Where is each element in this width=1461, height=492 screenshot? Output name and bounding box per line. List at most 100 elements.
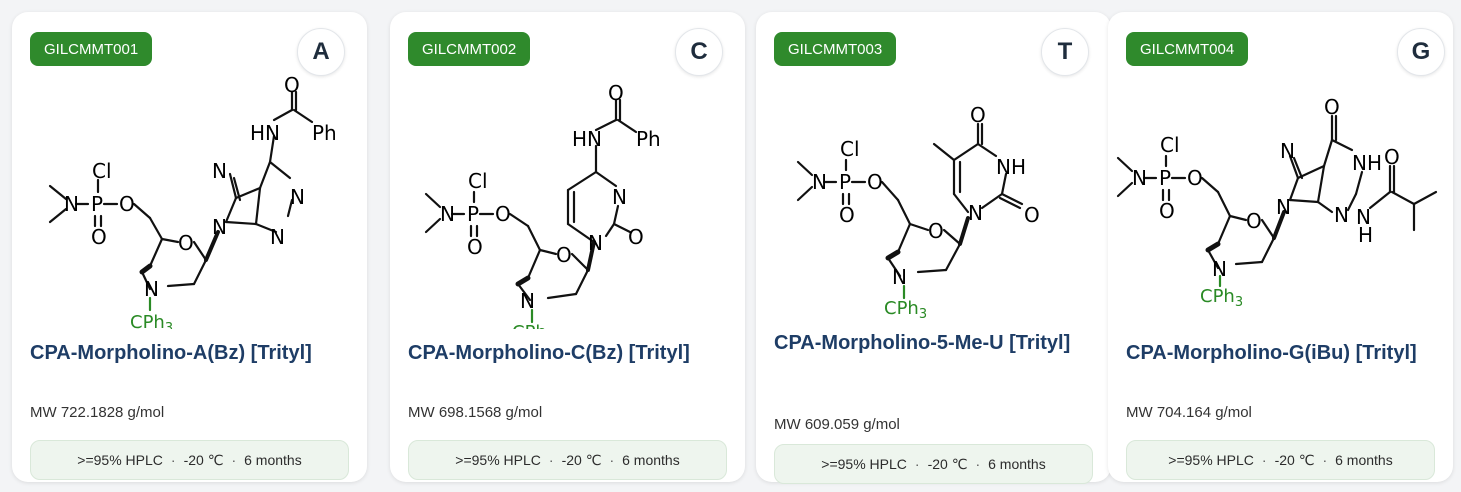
storage-temp: -20 ℃ [183, 451, 224, 468]
purity: >=95% HPLC [821, 456, 907, 472]
svg-text:O: O [467, 235, 483, 259]
svg-text:N: N [1356, 205, 1371, 229]
product-card-a[interactable]: GILCMMT001 A [12, 12, 367, 482]
svg-text:Ph: Ph [636, 127, 661, 151]
product-code-badge: GILCMMT002 [408, 32, 531, 66]
product-code-badge: GILCMMT001 [30, 32, 153, 66]
svg-text:N: N [290, 185, 305, 209]
svg-text:N: N [520, 289, 535, 313]
spec-pill: >=95% HPLC · -20 ℃ · 6 months [408, 440, 727, 480]
product-name[interactable]: CPA-Morpholino-A(Bz) [Trityl] [30, 342, 312, 364]
svg-text:N: N [968, 201, 983, 225]
separator-dot: · [1261, 452, 1267, 468]
svg-text:P: P [91, 192, 103, 216]
svg-text:O: O [495, 202, 511, 226]
svg-text:O: O [839, 203, 855, 227]
nucleobase-badge: C [675, 28, 723, 76]
svg-text:CPh3: CPh3 [884, 298, 927, 322]
svg-text:O: O [1187, 166, 1203, 190]
spec-pill: >=95% HPLC · -20 ℃ · 6 months [774, 444, 1093, 484]
svg-text:O: O [928, 219, 944, 243]
separator-dot: · [609, 452, 615, 468]
svg-text:N: N [64, 192, 79, 216]
stability: 6 months [988, 456, 1046, 472]
svg-text:O: O [119, 192, 135, 216]
storage-temp: -20 ℃ [1274, 451, 1315, 468]
svg-text:Ph: Ph [312, 121, 337, 145]
svg-text:N: N [588, 231, 603, 255]
svg-text:O: O [1324, 95, 1340, 119]
product-code-badge: GILCMMT003 [774, 32, 897, 66]
svg-text:O: O [556, 243, 572, 267]
separator-dot: · [975, 456, 981, 472]
svg-text:P: P [839, 170, 851, 194]
nucleobase-badge: A [297, 28, 345, 76]
svg-text:O: O [1384, 145, 1400, 169]
product-card-g[interactable]: GILCMMT004 G [1108, 12, 1453, 482]
svg-text:O: O [608, 81, 624, 105]
molecular-weight: MW 722.1828 g/mol [30, 404, 165, 421]
svg-text:N: N [1334, 203, 1349, 227]
molecular-weight: MW 698.1568 g/mol [408, 404, 543, 421]
storage-temp: -20 ℃ [561, 451, 602, 468]
svg-text:H: H [1358, 223, 1373, 247]
molecular-weight: MW 609.059 g/mol [774, 416, 900, 433]
svg-text:N: N [144, 277, 159, 301]
separator-dot: · [914, 456, 920, 472]
chemical-structure: Cl N P O O O N CPh3 N NH O O [756, 74, 1111, 329]
svg-text:N: N [1212, 257, 1227, 281]
svg-text:O: O [628, 225, 644, 249]
svg-text:P: P [1159, 166, 1171, 190]
separator-dot: · [548, 452, 554, 468]
svg-text:O: O [1246, 209, 1262, 233]
svg-text:N: N [212, 159, 227, 183]
svg-text:O: O [91, 225, 107, 249]
spec-pill: >=95% HPLC · -20 ℃ · 6 months [30, 440, 349, 480]
product-name[interactable]: CPA-Morpholino-5-Me-U [Trityl] [774, 332, 1071, 354]
svg-text:CPh3: CPh3 [1200, 286, 1243, 310]
svg-text:N: N [1280, 139, 1295, 163]
svg-text:N: N [440, 202, 455, 226]
separator-dot: · [170, 452, 176, 468]
svg-text:O: O [284, 74, 300, 97]
product-card-t[interactable]: GILCMMT003 T [756, 12, 1111, 484]
svg-text:Cl: Cl [1160, 133, 1180, 157]
product-name[interactable]: CPA-Morpholino-C(Bz) [Trityl] [408, 342, 690, 364]
svg-text:Cl: Cl [468, 169, 488, 193]
svg-text:Cl: Cl [840, 137, 860, 161]
molecular-weight: MW 704.164 g/mol [1126, 404, 1252, 421]
purity: >=95% HPLC [77, 452, 163, 468]
svg-text:N: N [612, 185, 627, 209]
svg-text:N: N [1276, 195, 1291, 219]
svg-text:CPh3: CPh3 [130, 312, 173, 329]
svg-text:N: N [212, 215, 227, 239]
svg-text:O: O [970, 103, 986, 127]
svg-text:CPh3: CPh3 [512, 322, 555, 329]
svg-text:O: O [867, 170, 883, 194]
svg-text:NH: NH [1352, 151, 1382, 175]
svg-text:N: N [892, 265, 907, 289]
stability: 6 months [622, 452, 680, 468]
svg-text:N: N [1132, 166, 1147, 190]
chemical-structure: Cl N P O O O N CPh3 N N O HN O Ph [390, 74, 745, 329]
svg-text:N: N [812, 170, 827, 194]
svg-text:N: N [270, 225, 285, 249]
svg-text:HN: HN [572, 127, 602, 151]
product-card-c[interactable]: GILCMMT002 C [390, 12, 745, 482]
chemical-structure: Cl N P O O O N CPh3 N N N NH O N H O [1108, 74, 1461, 329]
nucleobase-badge: G [1397, 28, 1445, 76]
svg-text:HN: HN [250, 121, 280, 145]
svg-text:O: O [1024, 203, 1040, 227]
svg-text:NH: NH [996, 155, 1026, 179]
svg-text:P: P [467, 202, 479, 226]
product-name[interactable]: CPA-Morpholino-G(iBu) [Trityl] [1126, 342, 1417, 364]
chemical-structure: Cl N P O O O N CPh3 N N N N HN O Ph [12, 74, 367, 329]
stability: 6 months [244, 452, 302, 468]
svg-text:O: O [1159, 199, 1175, 223]
atom-label: Cl [92, 159, 112, 183]
storage-temp: -20 ℃ [927, 455, 968, 472]
product-code-badge: GILCMMT004 [1126, 32, 1249, 66]
spec-pill: >=95% HPLC · -20 ℃ · 6 months [1126, 440, 1435, 480]
separator-dot: · [231, 452, 237, 468]
